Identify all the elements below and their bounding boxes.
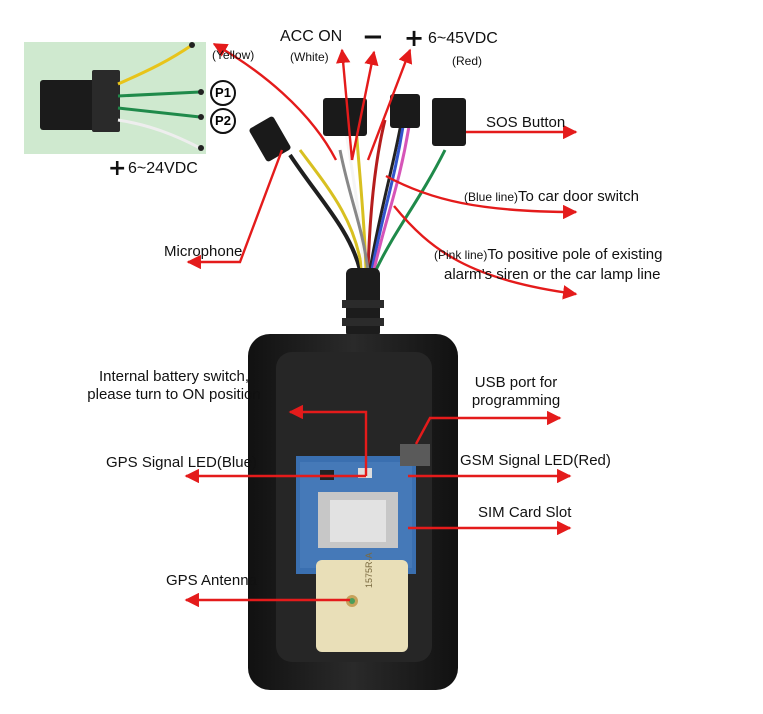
blue-line-text: To car door switch <box>518 188 639 205</box>
gps-antenna-label: GPS Antenna <box>166 572 257 589</box>
wire-bundle <box>288 117 447 338</box>
callout-arrows <box>184 42 578 608</box>
inset-plus-symbol: + <box>108 156 127 181</box>
acc-white-label: (White) <box>290 50 329 64</box>
tracker-device-body <box>248 334 458 690</box>
pink-line-text-2: alarm’s siren or the car lamp line <box>444 266 661 283</box>
internal-battery-line-2: please turn to ON position <box>87 386 261 403</box>
pink-line-text: To positive pole of existing <box>487 246 663 263</box>
power-red-label: (Red) <box>452 54 483 68</box>
power-plus-symbol: + <box>404 24 425 52</box>
usb-port-line-1: USB port for <box>474 374 558 391</box>
usb-port-line-2: programming <box>471 392 561 409</box>
pink-line-prefix: (Pink line) <box>434 248 488 262</box>
microphone-label: Microphone <box>164 243 243 260</box>
sos-button-label: SOS Button <box>486 114 566 131</box>
gps-led-label: GPS Signal LED(Blue) <box>106 454 257 471</box>
pink-line-label: (Pink line)To positive pole of existing <box>434 246 662 264</box>
ground-minus-symbol: − <box>362 22 384 52</box>
usb-port-label: USB port for programming <box>466 374 566 410</box>
internal-battery-line-1: Internal battery switch, <box>98 368 250 385</box>
inset-p1-badge: P1 <box>210 80 236 106</box>
acc-on-label: ACC ON <box>280 28 343 45</box>
inset-p1-label: P1 <box>215 85 231 100</box>
sim-slot-label: SIM Card Slot <box>478 504 572 521</box>
gsm-led-label: GSM Signal LED(Red) <box>460 452 611 469</box>
inset-p2-label: P2 <box>215 113 231 128</box>
internal-battery-label: Internal battery switch, please turn to … <box>74 368 274 404</box>
wire-connectors <box>249 94 466 162</box>
blue-line-label: (Blue line)To car door switch <box>464 188 639 206</box>
inset-p2-badge: P2 <box>210 108 236 134</box>
inset-yellow-label: (Yellow) <box>212 48 255 62</box>
blue-line-prefix: (Blue line) <box>464 190 519 204</box>
antenna-print: 1575R-A <box>364 552 374 588</box>
inset-connector-photo <box>24 42 206 154</box>
power-voltage-label: 6~45VDC <box>428 30 498 47</box>
inset-voltage-label: 6~24VDC <box>128 160 198 177</box>
